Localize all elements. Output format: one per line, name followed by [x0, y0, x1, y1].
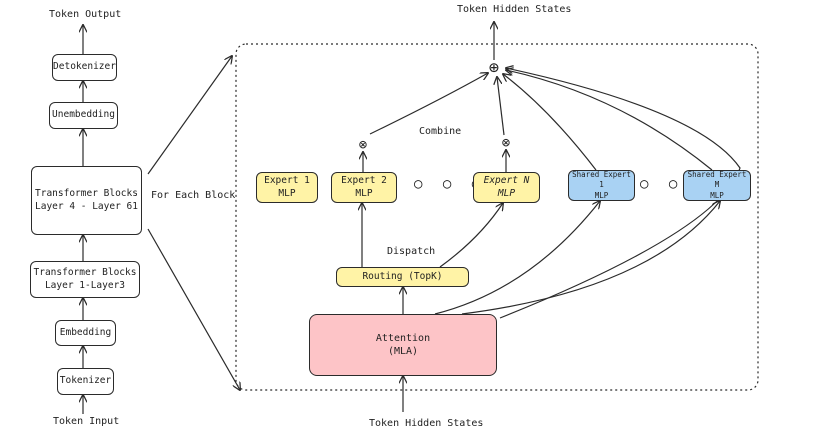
- routing-node: Routing (TopK): [336, 267, 469, 287]
- shared-expert-1-node: Shared Expert 1 MLP: [568, 170, 635, 201]
- arrow-shared1-plus: [503, 74, 597, 171]
- arrow-expand-top: [147, 56, 232, 175]
- for-each-block-label: For Each Block: [151, 190, 236, 201]
- multiply-icon-expertN: ⊗: [501, 135, 511, 151]
- attention-node: Attention (MLA): [309, 314, 497, 376]
- multiply-icon-expert2: ⊗: [358, 137, 368, 153]
- block-outline: [235, 43, 759, 391]
- combine-label: Combine: [419, 126, 462, 137]
- shared-expert-m-node: Shared Expert M MLP: [683, 170, 751, 201]
- arrow-attention-shared1: [434, 201, 600, 315]
- arrow-routing-expertN: [439, 203, 503, 268]
- arrow-attention-sharedM: [461, 201, 720, 315]
- input-hidden-states-label: Token Hidden States: [369, 418, 484, 429]
- detokenizer-node: Detokenizer: [52, 54, 117, 81]
- arrow-times2-plus: [369, 73, 488, 135]
- expert-1-node: Expert 1 MLP: [256, 172, 318, 203]
- experts-ellipsis: ○ ○ ○: [414, 176, 487, 192]
- output-hidden-states-label: Token Hidden States: [457, 4, 572, 15]
- expert-n-node: Expert N MLP: [473, 172, 540, 203]
- arrow-attention-plus: [499, 68, 741, 319]
- unembedding-node: Unembedding: [49, 102, 118, 129]
- plus-icon: ⊕: [488, 58, 500, 78]
- arrow-sharedM-plus: [506, 70, 713, 171]
- dispatch-label: Dispatch: [387, 246, 436, 257]
- arrow-timesN-plus: [497, 77, 505, 136]
- transformer-blocks-lower-node: Transformer Blocks Layer 1-Layer3: [30, 261, 140, 298]
- arrow-expand-bottom: [147, 228, 240, 390]
- tokenizer-node: Tokenizer: [57, 368, 114, 395]
- token-output-label: Token Output: [49, 9, 122, 20]
- expert-2-node: Expert 2 MLP: [331, 172, 397, 203]
- transformer-blocks-upper-node: Transformer Blocks Layer 4 - Layer 61: [31, 166, 142, 235]
- embedding-node: Embedding: [55, 320, 116, 346]
- token-input-label: Token Input: [53, 416, 120, 427]
